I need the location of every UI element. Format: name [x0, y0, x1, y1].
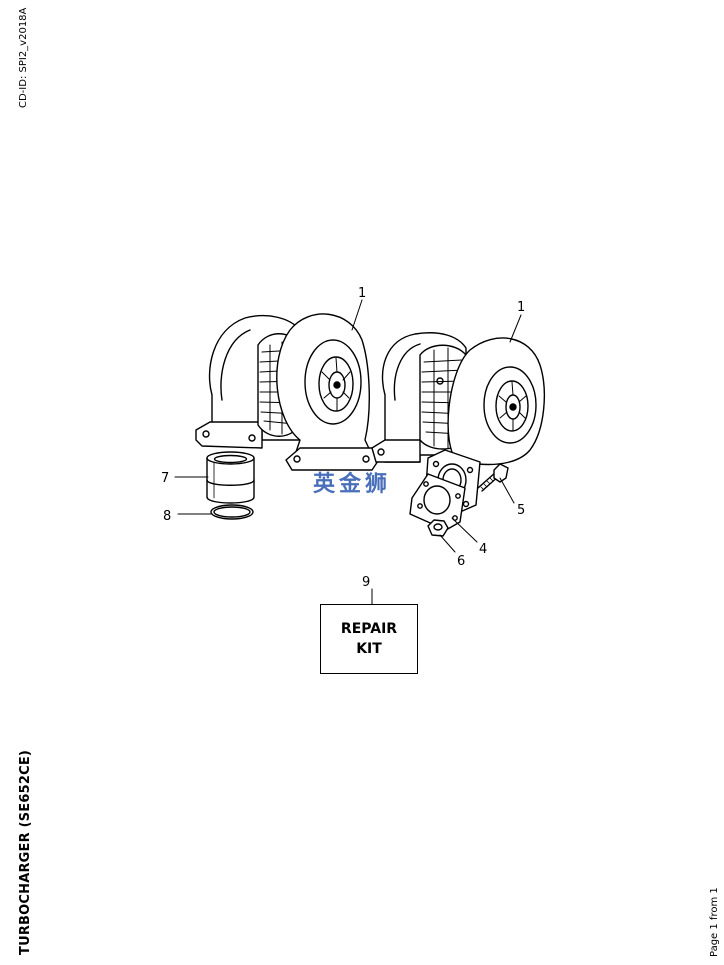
bolt-illustration: [477, 463, 509, 492]
gasket-illustration: [409, 473, 466, 531]
leader-line-5: [499, 477, 515, 504]
repair-kit-box: REPAIR KIT: [320, 604, 418, 674]
callout-4: 4: [479, 542, 487, 557]
callout-6: 6: [457, 554, 465, 569]
callout-1-right: 1: [517, 300, 525, 315]
leader-line-1-left: [351, 299, 363, 331]
callout-1-left: 1: [358, 286, 366, 301]
turbocharger-left-illustration: [195, 313, 381, 471]
callout-9: 9: [362, 575, 370, 590]
callout-8: 8: [163, 509, 171, 524]
leader-line-4: [451, 517, 478, 543]
o-ring-illustration: [210, 504, 254, 520]
nut-illustration: [427, 519, 449, 537]
callout-5: 5: [517, 503, 525, 518]
turbocharger-right-illustration: [371, 332, 545, 466]
callout-numbers: 1 1 4 5 6 7 8 9: [161, 286, 525, 590]
watermark: 英金狮: [313, 472, 392, 497]
sleeve-illustration: [206, 451, 255, 504]
leader-line-1-right: [509, 314, 522, 343]
leader-line-6: [439, 534, 456, 553]
callout-7: 7: [161, 471, 169, 486]
leader-lines: [174, 299, 522, 605]
